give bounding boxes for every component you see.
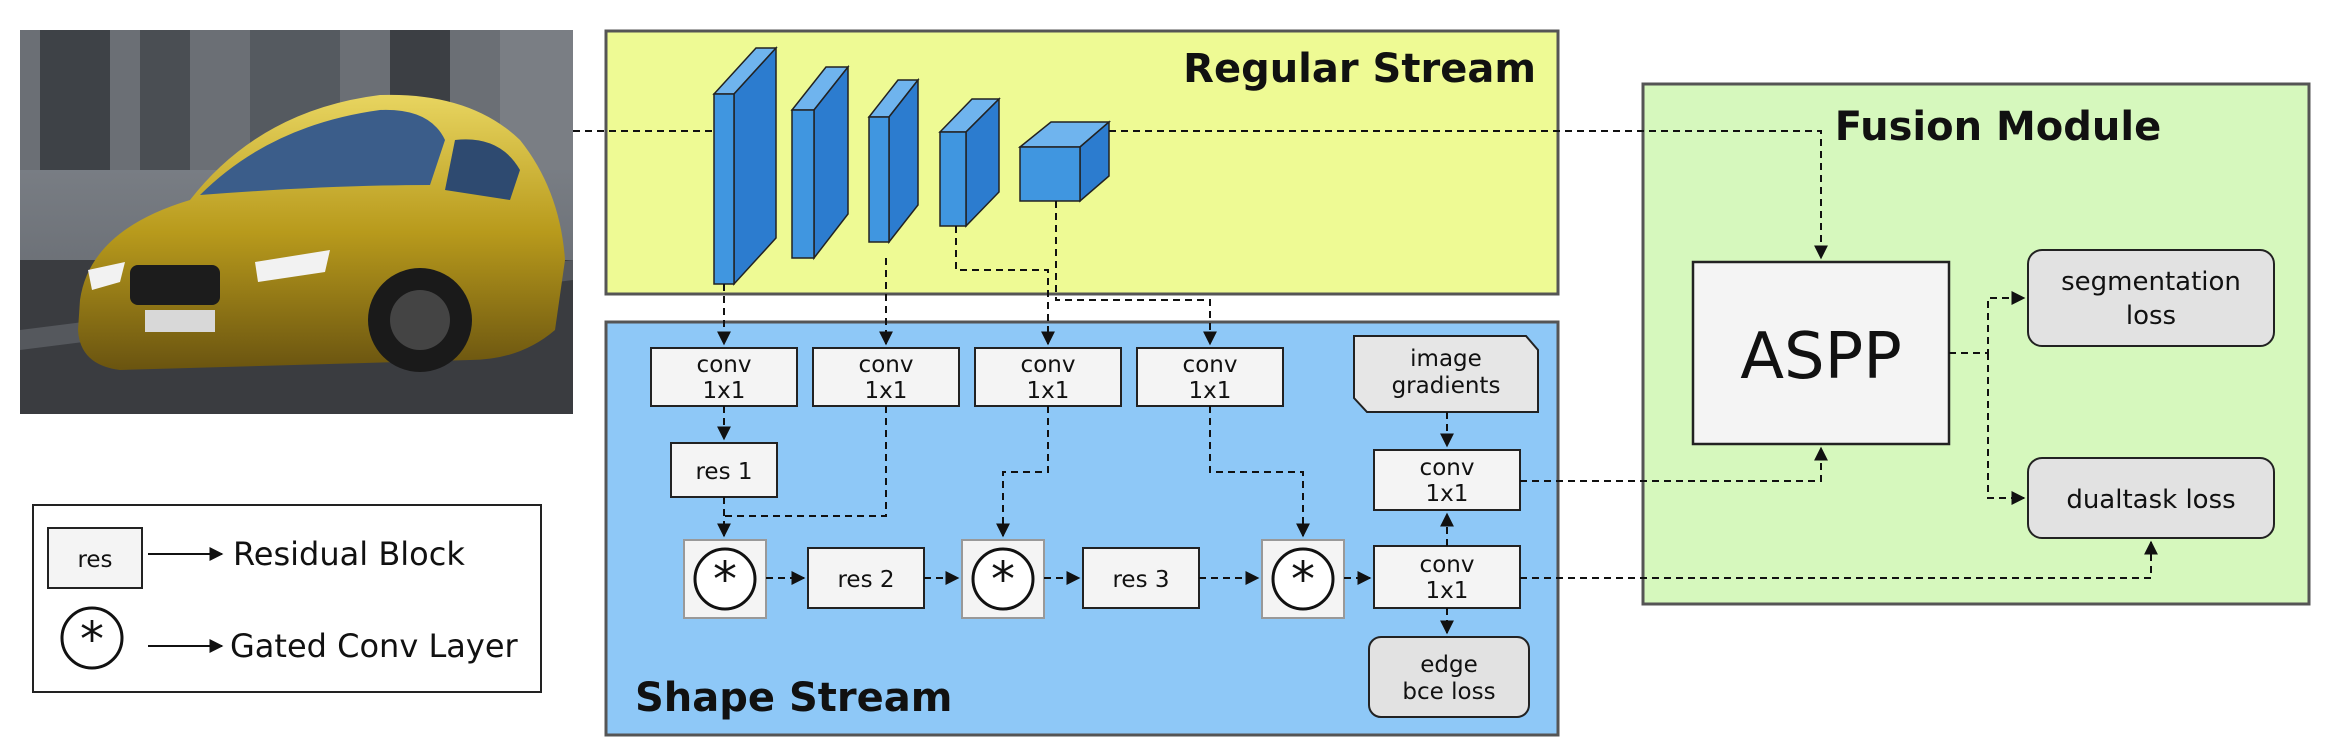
aspp-box: ASPP (1691, 260, 1951, 446)
svg-text:res 1: res 1 (695, 459, 752, 485)
regular-stream-title: Regular Stream (1183, 46, 1536, 92)
asterisk-icon: * (1291, 552, 1315, 608)
legend-residual-block: Residual Block (233, 535, 465, 573)
svg-text:1x1: 1x1 (1426, 481, 1469, 507)
gated-conv-1: * (683, 539, 767, 619)
conv-block-3: conv 1x1 (974, 347, 1122, 407)
svg-text:res 2: res 2 (837, 567, 894, 593)
svg-text:res 3: res 3 (1112, 567, 1169, 593)
res-block-1: res 1 (670, 442, 778, 498)
gated-conv-2: * (961, 539, 1045, 619)
fusion-module-title: Fusion Module (1835, 104, 2161, 150)
svg-text:conv: conv (697, 352, 752, 378)
svg-text:conv: conv (859, 352, 914, 378)
res-block-3: res 3 (1082, 547, 1200, 609)
dualtask-loss-box: dualtask loss (2027, 457, 2275, 539)
asterisk-icon: * (80, 612, 104, 668)
svg-text:ASPP: ASPP (1740, 320, 1902, 394)
svg-text:conv: conv (1420, 455, 1475, 481)
segmentation-loss-box: segmentation loss (2027, 249, 2275, 347)
cnn-encoder-blocks (712, 46, 1112, 286)
cnn-block-3 (867, 77, 920, 245)
cnn-block-5 (1017, 120, 1112, 203)
conv-upper-block: conv 1x1 (1373, 449, 1521, 511)
svg-text:gradients: gradients (1392, 373, 1501, 399)
shape-stream-title: Shape Stream (635, 675, 952, 721)
conv-block-4: conv 1x1 (1136, 347, 1284, 407)
svg-text:1x1: 1x1 (1189, 378, 1232, 404)
image-gradients-box: image gradients (1353, 335, 1539, 413)
svg-text:1x1: 1x1 (865, 378, 908, 404)
gated-conv-3: * (1261, 539, 1345, 619)
svg-text:bce loss: bce loss (1402, 679, 1495, 705)
svg-text:res: res (77, 547, 112, 573)
svg-text:conv: conv (1420, 552, 1475, 578)
conv-block-1: conv 1x1 (650, 347, 798, 407)
legend-gated-conv-layer: Gated Conv Layer (230, 627, 519, 665)
svg-text:1x1: 1x1 (1426, 578, 1469, 604)
svg-text:conv: conv (1183, 352, 1238, 378)
cnn-block-4 (938, 97, 1001, 228)
svg-text:image: image (1410, 346, 1482, 372)
svg-text:conv: conv (1021, 352, 1076, 378)
conv-lower-block: conv 1x1 (1373, 545, 1521, 609)
svg-text:edge: edge (1420, 652, 1478, 678)
svg-text:1x1: 1x1 (1027, 378, 1070, 404)
edge-bce-loss-box: edge bce loss (1368, 636, 1530, 718)
svg-text:loss: loss (2126, 301, 2176, 331)
res-block-2: res 2 (807, 547, 925, 609)
asterisk-icon: * (991, 552, 1015, 608)
svg-text:1x1: 1x1 (703, 378, 746, 404)
svg-text:segmentation: segmentation (2061, 267, 2241, 297)
cnn-block-2 (790, 64, 850, 261)
asterisk-icon: * (713, 552, 737, 608)
legend: res Residual Block * Gated Conv Layer (32, 504, 542, 693)
cnn-block-1 (712, 46, 778, 286)
connectors (573, 130, 2158, 635)
svg-text:dualtask loss: dualtask loss (2066, 485, 2235, 515)
input-image (20, 30, 573, 414)
conv-block-2: conv 1x1 (812, 347, 960, 407)
